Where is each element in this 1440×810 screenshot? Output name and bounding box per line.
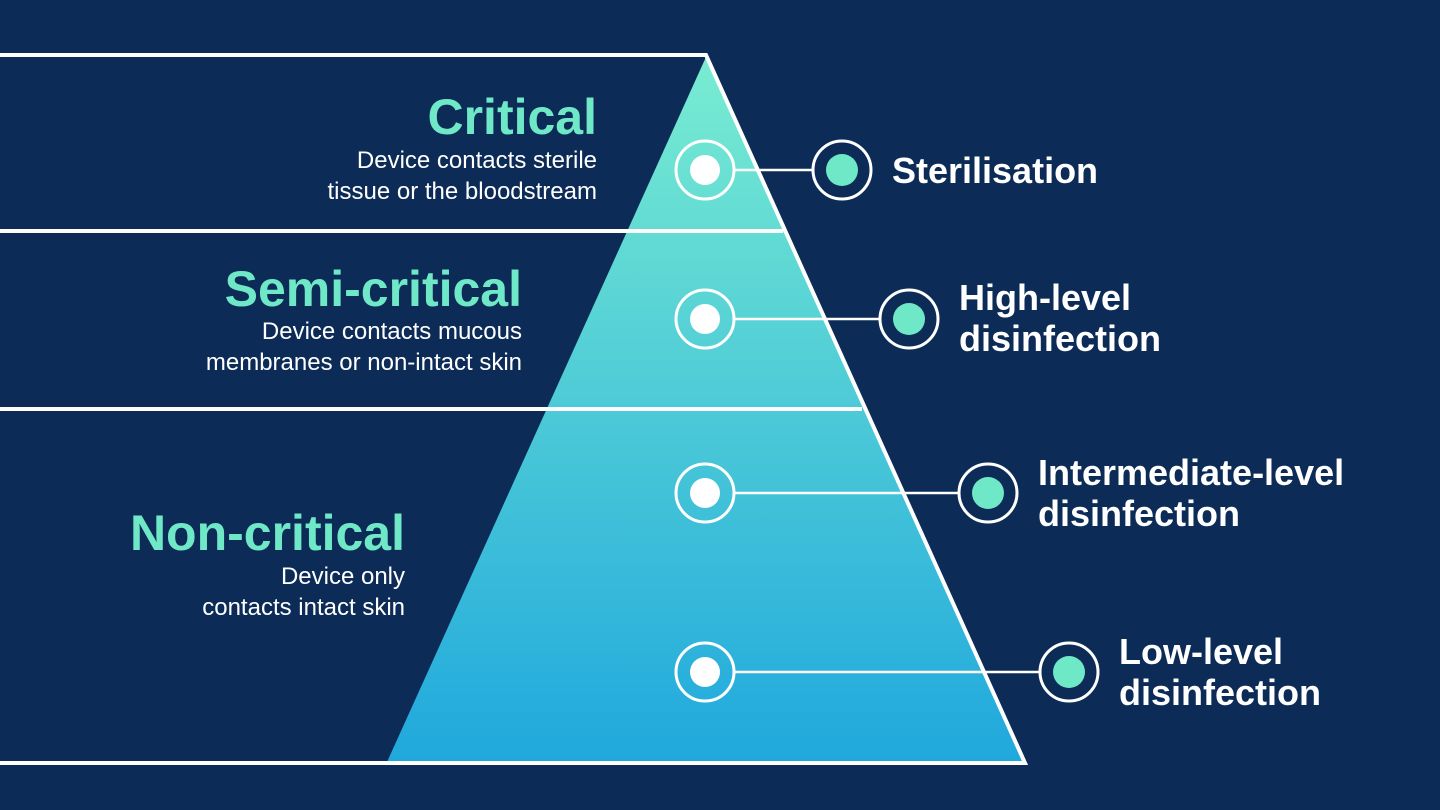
tier-description-line: Device contacts mucous (261, 318, 522, 345)
tier-description-non-critical: Device only contacts intact skin (202, 561, 405, 623)
level-label-high-level: High-level disinfection (959, 277, 1161, 359)
pyramid-outline (0, 53, 1029, 765)
level-label-line: Low-level (1119, 631, 1284, 672)
level-connector-high-level (674, 288, 940, 350)
tier-description-critical: Device contacts sterile tissue or the bl… (328, 145, 597, 207)
tier-description-line: contacts intact skin (202, 594, 405, 621)
tier-description-line: membranes or non-intact skin (205, 349, 522, 376)
level-label-sterilisation: Sterilisation (892, 150, 1098, 191)
tier-description-line: tissue or the bloodstream (327, 178, 597, 205)
level-label-low-level: Low-level disinfection (1119, 631, 1321, 713)
level-label-line: disinfection (1038, 493, 1241, 534)
level-label-line: Sterilisation (892, 150, 1099, 191)
tier-description-semi-critical: Device contacts mucous membranes or non-… (206, 316, 522, 378)
level-label-intermediate-level: Intermediate-level disinfection (1038, 452, 1344, 534)
tier-title-critical: Critical (427, 89, 597, 145)
tier-title-semi-critical: Semi-critical (224, 261, 522, 317)
level-connector-intermediate-level (674, 462, 1019, 524)
level-label-line: disinfection (959, 318, 1162, 359)
level-label-line: Intermediate-level (1038, 452, 1345, 493)
level-connector-sterilisation (674, 139, 873, 201)
level-connector-low-level (674, 641, 1100, 703)
tier-description-line: Device contacts sterile (356, 147, 597, 174)
level-label-line: High-level (959, 277, 1132, 318)
tier-title-non-critical: Non-critical (129, 505, 405, 561)
level-label-line: disinfection (1119, 672, 1322, 713)
tier-description-line: Device only (280, 563, 405, 590)
